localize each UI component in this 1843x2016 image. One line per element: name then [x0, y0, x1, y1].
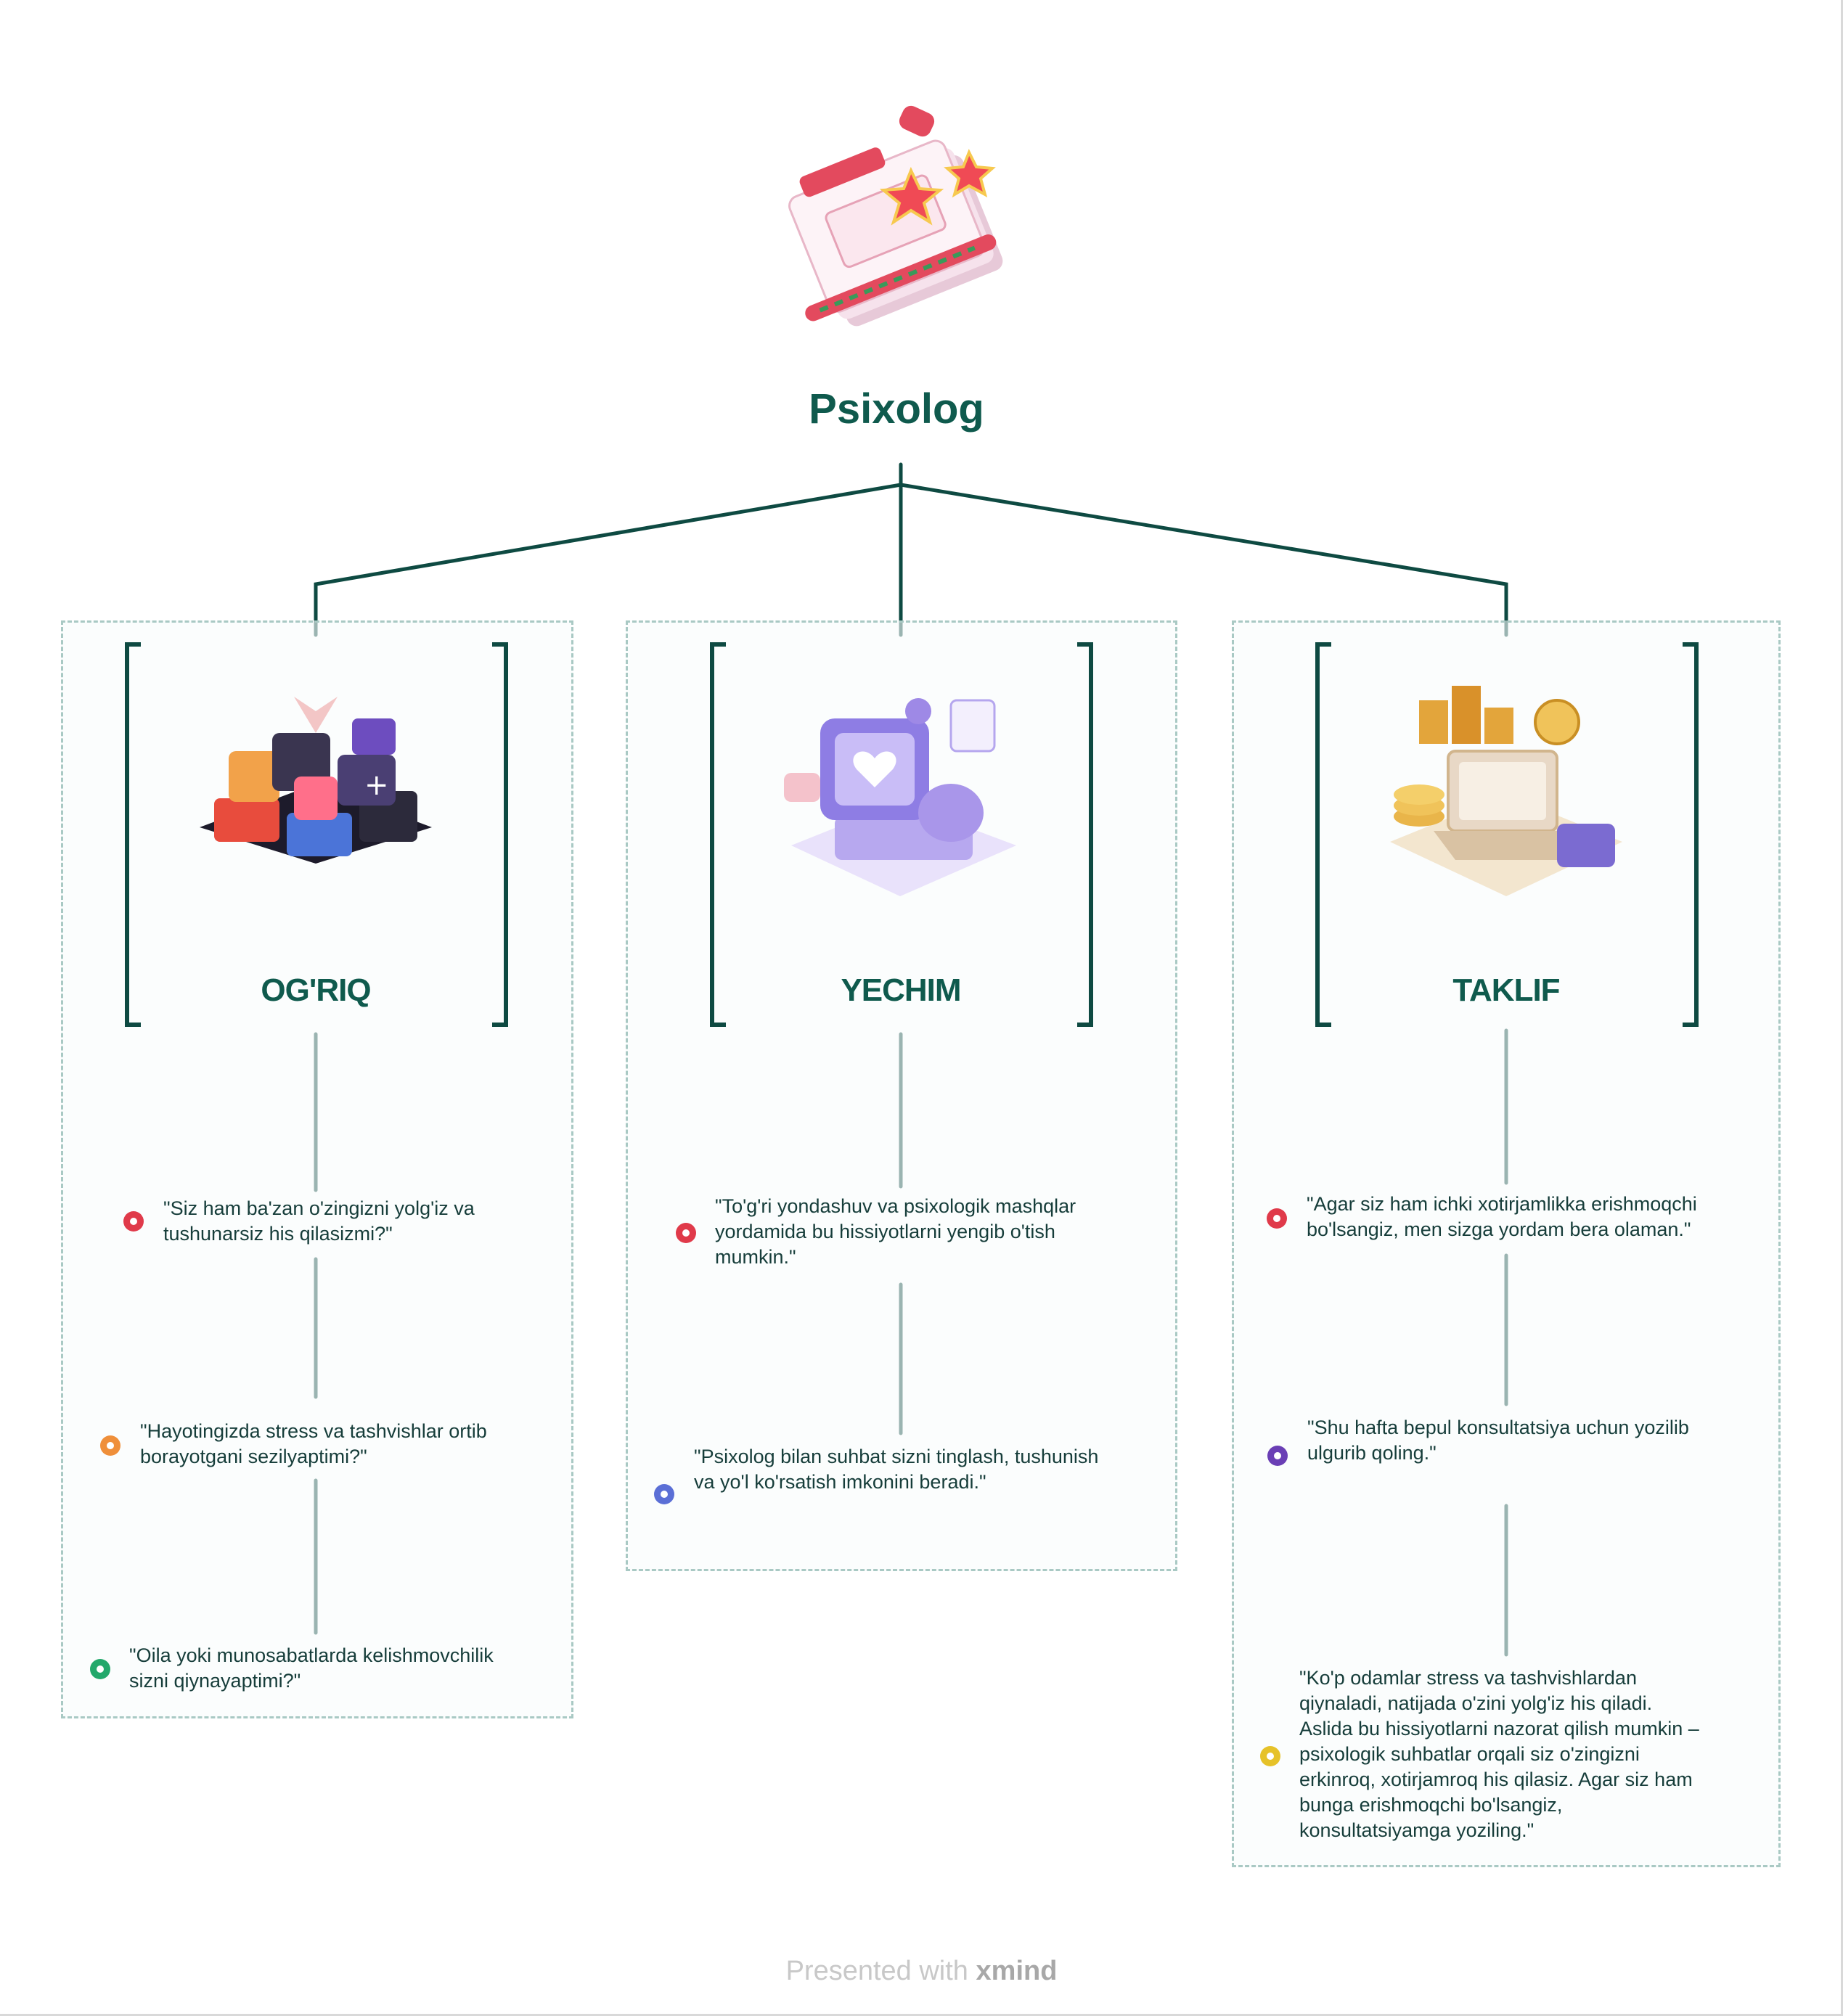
branch-title-taklif: TAKLIF [1452, 972, 1560, 1008]
app-icons-cube-icon: + [200, 697, 432, 864]
leaf-taklif-1: "Agar siz ham ichki xotirjamlikka erishm… [1307, 1193, 1697, 1240]
page-edge-bottom [0, 2014, 1843, 2016]
marker-yellow [1260, 1746, 1280, 1766]
bracket-right [492, 642, 508, 1027]
marker-purple [1267, 1446, 1288, 1466]
leaf-yechim-2: "Psixolog bilan suhbat sizni tinglash, t… [694, 1446, 1099, 1493]
bracket-left [710, 642, 726, 1027]
svg-text:+: + [364, 769, 389, 802]
notebook-stars-pen-icon [788, 105, 1003, 327]
bracket-left [125, 642, 141, 1027]
leaf-ogriq-1: "Siz ham ba'zan o'zingizni yolg'iz va tu… [163, 1197, 475, 1245]
bracket-right [1683, 642, 1699, 1027]
footer-prefix: Presented with [785, 1956, 968, 1986]
marker-orange [100, 1435, 120, 1456]
marker-green [90, 1659, 110, 1679]
marker-red [1267, 1208, 1287, 1229]
page-edge-right [1841, 0, 1843, 2016]
gold-coins-laptop-icon [1390, 686, 1622, 896]
leaf-yechim-1: "To'g'ri yondashuv va psixologik mashqla… [715, 1195, 1076, 1268]
leaf-ogriq-2: "Hayotingizda stress va tashvishlar orti… [140, 1420, 487, 1467]
marker-blue [654, 1484, 674, 1504]
bracket-left [1315, 642, 1331, 1027]
leaf-taklif-3: "Ko'p odamlar stress va tashvishlardan q… [1299, 1667, 1699, 1841]
root-topic-title: Psixolog [809, 385, 984, 433]
leaf-taklif-2: "Shu hafta bepul konsultatsiya uchun yoz… [1307, 1417, 1689, 1464]
branch-title-yechim: YECHIM [841, 972, 961, 1008]
marker-red [123, 1211, 144, 1232]
footer-attribution: Presented with xmind [0, 1956, 1843, 1987]
computer-heart-icon [784, 698, 1016, 896]
branch-title-ogriq: OG'RIQ [261, 972, 371, 1008]
leaf-ogriq-3: "Oila yoki munosabatlarda kelishmovchili… [129, 1644, 494, 1692]
bracket-right [1077, 642, 1093, 1027]
marker-red [676, 1223, 696, 1243]
footer-brand: xmind [976, 1956, 1058, 1986]
